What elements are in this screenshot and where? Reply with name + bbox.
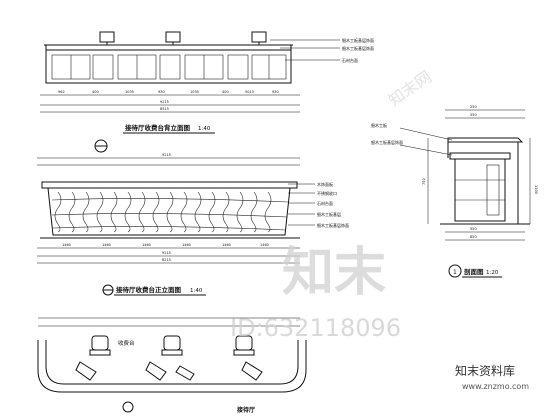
back-dim-8: 930 <box>272 90 279 94</box>
back-elevation: 细木工板基层饰面 细木工板基层饰面 石材台面 962 400 1035 930 … <box>40 31 374 134</box>
back-note-2: 细木工板基层饰面 <box>342 45 374 51</box>
section-note-2: 细木工板基层饰面 <box>371 139 403 145</box>
front-dim-total-2: 8215 <box>162 258 171 262</box>
back-elevation-title: 接待厅收费台背立面图 1:40 <box>123 123 215 134</box>
section-title-text: 剖面图 <box>464 267 484 276</box>
front-dim-5: 1460 <box>222 243 231 247</box>
front-note-4: 细木工板基层 <box>317 211 341 217</box>
back-dimensions: 962 400 1035 930 1035 400 5010 930 9215 … <box>40 90 300 113</box>
front-note-3: 石材台面 <box>317 200 333 206</box>
back-dim-5: 1035 <box>190 90 199 94</box>
monitor-icon <box>99 31 267 45</box>
front-dim-1: 1460 <box>62 243 71 247</box>
front-dim-2: 1460 <box>102 243 111 247</box>
section-dim-1: 250 <box>470 105 477 109</box>
section-note-1: 细木工板 <box>371 122 387 128</box>
section-dimensions: 250 550 550 850 1100 750 <box>422 105 538 241</box>
section-scale: 1:20 <box>486 270 499 276</box>
watermark-layer: 知末 ID:632118096 知末资料库 www.znzmo.com 知末网 <box>230 67 529 391</box>
section-dim-2: 550 <box>470 113 477 117</box>
chair-icon <box>89 335 255 356</box>
back-dim-7: 5010 <box>245 90 254 94</box>
front-elevation-scale: 1:40 <box>190 288 203 294</box>
back-dim-2: 400 <box>92 90 99 94</box>
back-note-1: 细木工板基层饰面 <box>342 37 374 43</box>
front-note-1: 木饰面板 <box>317 181 333 187</box>
watermark-big-text: 知末 <box>282 243 386 303</box>
back-cabinet-doors <box>51 54 287 80</box>
section-dim-4: 850 <box>470 235 477 239</box>
workstation-icon <box>75 361 263 381</box>
front-elevation-notes: 木饰面板 不锈钢收口 石材台面 细木工板基层 细木工板基层饰面 <box>288 181 349 228</box>
front-dim-4: 1460 <box>182 243 191 247</box>
front-dim-3: 1460 <box>142 243 151 247</box>
back-dim-3: 1035 <box>125 90 134 94</box>
section-dim-5: 1100 <box>534 185 538 194</box>
plan-drawing: 收费台 接待厅 <box>37 317 307 414</box>
watermark-id: ID:632118096 <box>230 314 401 342</box>
plan-hall-label: 接待厅 <box>236 406 255 414</box>
watermark-corner: 知末网 <box>385 67 435 110</box>
plan-desk-label: 收费台 <box>118 339 135 347</box>
section-dim-3: 550 <box>470 227 477 231</box>
back-elevation-title-text: 接待厅收费台背立面图 <box>125 123 191 132</box>
back-note-3: 石材台面 <box>342 57 358 63</box>
watermark-brand: 知末资料库 <box>455 363 515 378</box>
front-elevation: 木饰面板 不锈钢收口 石材台面 细木工板基层 细木工板基层饰面 1460 146… <box>37 139 349 296</box>
front-dim-6: 1460 <box>260 243 269 247</box>
front-note-2: 不锈钢收口 <box>317 190 337 196</box>
section-title: 1 剖面图 1:20 <box>448 264 502 278</box>
back-dim-total-1: 9215 <box>160 100 169 104</box>
section-drawing: 细木工板 细木工板基层饰面 250 550 550 850 1100 750 1… <box>371 105 538 278</box>
front-elevation-title-text: 接待厅收费台正立面图 <box>116 285 182 294</box>
wood-grain-pattern <box>51 191 289 233</box>
back-dim-total-2: 8515 <box>160 107 169 111</box>
front-note-5: 细木工板基层饰面 <box>317 222 349 228</box>
section-number: 1 <box>453 269 457 276</box>
back-elevation-scale: 1:40 <box>198 126 211 132</box>
watermark-site: www.znzmo.com <box>462 382 529 391</box>
front-dim-total-1: 9215 <box>162 251 171 255</box>
back-dim-1: 962 <box>58 90 65 94</box>
front-elevation-title: 接待厅收费台正立面图 1:40 <box>102 284 206 296</box>
section-dim-6: 750 <box>422 178 426 185</box>
back-elevation-notes: 细木工板基层饰面 细木工板基层饰面 石材台面 <box>270 37 374 63</box>
front-dim-top-1: 9215 <box>162 153 171 157</box>
back-dim-6: 400 <box>222 90 229 94</box>
front-dimensions: 1460 1460 1460 1460 1460 1460 9215 8215 … <box>37 153 300 264</box>
back-dim-4: 930 <box>158 90 165 94</box>
